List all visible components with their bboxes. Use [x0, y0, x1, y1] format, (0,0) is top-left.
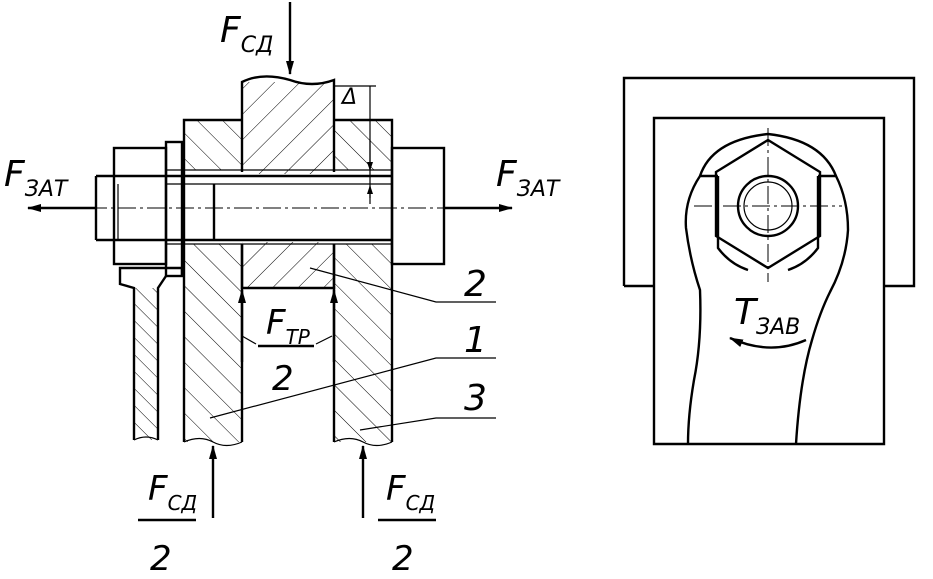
svg-text:2: 2	[272, 359, 294, 399]
nut-left	[112, 146, 168, 266]
svg-text:2: 2	[150, 539, 172, 579]
leader-ftr-right	[315, 335, 333, 345]
label-t-zav: TЗАВ	[734, 292, 800, 340]
wrench-view: TЗАВ	[622, 76, 916, 446]
outer-plate-outline	[622, 76, 916, 288]
part-number-3: 3	[464, 378, 487, 419]
label-f-zat-left: FЗАТ	[4, 154, 69, 202]
gap-delta-dimension: Δ	[334, 85, 376, 204]
torque-arrow	[729, 336, 807, 349]
inner-plate-outline	[652, 116, 886, 446]
label-f-sd-half-right: FСД 2	[378, 469, 436, 579]
middle-plate-2	[240, 75, 336, 290]
label-f-sd-half-left: FСД 2	[138, 469, 197, 579]
bolt-head-right	[390, 146, 446, 266]
label-f-sd-top: FСД	[220, 10, 273, 58]
leader-part-3	[359, 417, 496, 431]
leader-ftr-left	[241, 335, 257, 345]
outer-plate-1	[182, 118, 244, 447]
bolt-shank	[60, 169, 470, 245]
leader-part-1	[209, 357, 496, 419]
section-view: Δ FСД FЗАТ FЗАТ	[4, 2, 561, 579]
svg-text:FСД: FСД	[386, 469, 435, 515]
part-number-2: 2	[464, 264, 487, 305]
lock-washer	[118, 140, 184, 441]
label-f-zat-right: FЗАТ	[496, 154, 561, 202]
svg-text:FСД: FСД	[148, 469, 197, 515]
part-number-1: 1	[464, 320, 487, 361]
svg-text:2: 2	[392, 539, 414, 579]
delta-symbol: Δ	[340, 85, 357, 110]
svg-text:TЗАВ: TЗАВ	[734, 292, 800, 340]
svg-text:FСД: FСД	[220, 10, 273, 58]
svg-text:FТР: FТР	[266, 303, 311, 349]
svg-text:FЗАТ: FЗАТ	[496, 154, 561, 202]
svg-text:FЗАТ: FЗАТ	[4, 154, 69, 202]
part-leaders	[209, 267, 496, 431]
wrench	[684, 174, 850, 445]
force-arrows	[27, 2, 513, 518]
label-f-tr-half: FТР 2	[258, 303, 314, 399]
leader-part-2	[309, 267, 496, 303]
